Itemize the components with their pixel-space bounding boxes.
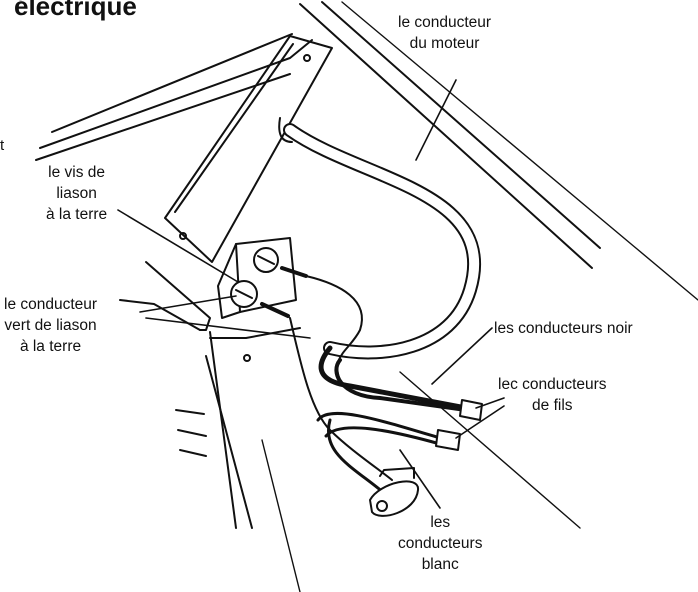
lower-panel [209,331,237,529]
housing-edge [51,33,293,133]
leader-line [415,79,457,161]
clamp-screw [376,500,388,512]
panel-edge [321,1,601,249]
panel-edge [341,1,698,301]
bracket-hole [303,54,311,62]
terminal-plate [145,261,211,331]
lower-panel [119,299,201,331]
white-wire [316,412,442,440]
leader-line [475,397,505,409]
white-wire [324,426,442,446]
leader-line [455,405,505,439]
housing-edge [35,73,291,161]
black-wire [318,345,469,411]
housing-edge [39,39,313,149]
lower-panel [205,355,253,529]
label-wire-connectors: lec conducteurs de fils [498,376,607,414]
panel-slot [175,409,205,415]
bracket-hole [179,232,187,240]
cropped-edge-text: t [0,137,5,154]
leader-line [431,327,493,385]
mounting-bracket-edge [174,43,294,213]
diagram-title: électrique [14,0,137,21]
label-black-wires: les conducteurs noir [494,320,633,337]
label-white-wires: les conducteurs blanc [398,514,483,573]
label-ground-screw: le vis de liason à la terre [46,164,108,223]
leader-line [145,317,311,339]
terminal-block-side [217,243,241,319]
black-wire [334,358,468,412]
panel-edge [261,439,301,592]
leader-line [117,209,239,283]
motor-cable-inner [285,125,480,358]
label-ground-wire: le conducteur vert de liason à la terre [4,296,98,355]
wire-nut [435,429,461,451]
panel-edge [399,371,581,529]
clamp-arc [379,467,415,479]
panel-slot [179,449,207,457]
cable-clamp [369,480,419,517]
panel-edge [299,3,593,269]
mounting-bracket [164,35,333,263]
panel-hole [243,354,251,362]
leader-line [139,295,237,313]
wire-nut [459,399,483,421]
ground-wire [305,275,363,381]
motor-cable [283,123,482,360]
panel-slot [177,429,207,437]
leader-line [399,449,441,509]
label-motor-wire: le conducteur du moteur [398,14,492,52]
lower-panel [209,327,301,339]
